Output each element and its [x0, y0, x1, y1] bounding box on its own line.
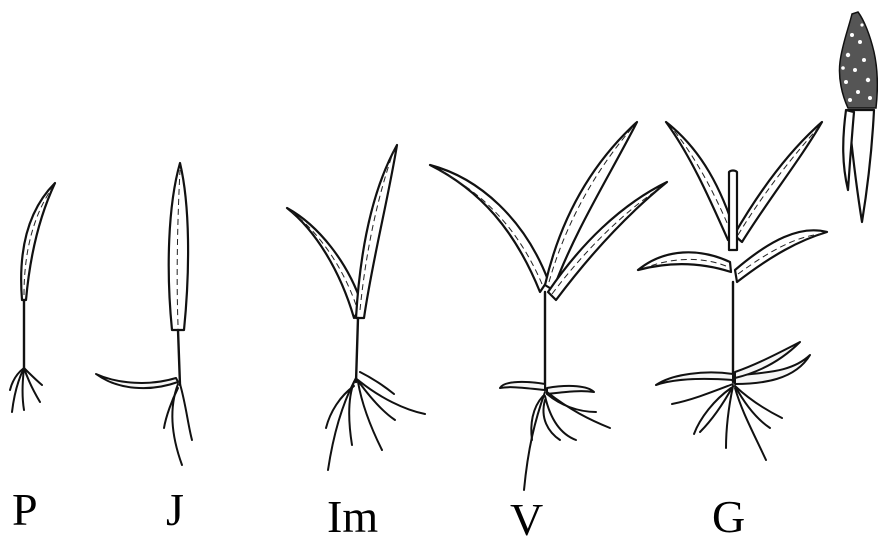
plant-im-leaf-left	[287, 208, 362, 318]
plant-im-stem	[356, 318, 358, 382]
stage-label-im: Im	[327, 491, 378, 540]
plant-g-leaf-lower-left	[638, 252, 731, 272]
plant-j-roots	[96, 374, 192, 465]
plant-im	[287, 145, 425, 470]
plant-im-roots	[326, 372, 425, 470]
inflorescence-partial	[839, 12, 877, 222]
stage-label-j: J	[166, 484, 184, 535]
plant-g-leaf-upper-right	[734, 122, 822, 242]
plant-g	[638, 122, 827, 460]
plant-p-roots	[10, 368, 42, 412]
stage-label-v: V	[510, 494, 543, 540]
plant-p	[10, 183, 55, 412]
plant-p-leaf	[21, 183, 55, 300]
plant-j-stem	[178, 330, 180, 385]
plant-v-leaf-right	[545, 122, 637, 290]
plant-v-roots	[500, 382, 610, 490]
stage-label-p: P	[12, 484, 38, 535]
stage-label-g: G	[712, 491, 745, 540]
plant-j-leaf	[169, 163, 188, 330]
plant-v	[430, 122, 667, 490]
plant-j	[96, 163, 192, 465]
plant-v-leaf-left	[430, 165, 548, 292]
plant-g-leaf-lower-right	[735, 230, 827, 282]
plant-g-leaf-upper-left	[666, 122, 736, 240]
plant-im-leaf-right	[356, 145, 397, 318]
plant-g-spike	[729, 171, 737, 251]
